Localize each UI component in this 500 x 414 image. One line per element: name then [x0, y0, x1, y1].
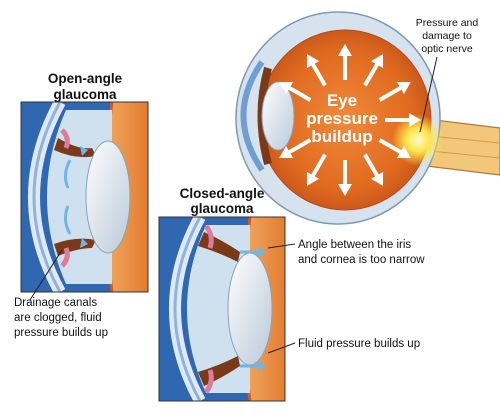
open-angle-caption-line2: are clogged, fluid — [14, 312, 102, 324]
closed-angle-panel — [158, 216, 286, 402]
pressure-arrow-head — [306, 54, 320, 69]
pressure-arrow-head — [279, 81, 294, 95]
pressure-arrow-head — [370, 171, 384, 186]
open-angle-title-line1: Open-angle — [48, 71, 123, 86]
eyeball — [235, 11, 500, 225]
open-angle-title-line2: glaucoma — [53, 87, 117, 102]
pressure-arrow-shaft — [378, 138, 405, 156]
pressure-arrow-shaft — [309, 60, 327, 87]
open-angle-panel — [20, 101, 149, 293]
pressure-arrow-shaft — [363, 153, 381, 180]
nerve-callout-line1: Pressure and — [416, 17, 479, 29]
pressure-arrow-head — [279, 145, 294, 159]
eye-center-line1: Eye — [327, 91, 357, 110]
pressure-arrow-head — [306, 171, 320, 186]
closed-angle-callout-line2: and cornea is too narrow — [298, 254, 425, 266]
pressure-arrow-head — [370, 54, 384, 69]
lens — [261, 81, 295, 151]
optic-nerve-callout: Pressure and damage to optic nerve — [416, 17, 479, 133]
pressure-arrow-shaft — [378, 84, 405, 102]
pressure-arrow-head — [396, 81, 411, 95]
pressure-arrow-head — [396, 145, 411, 159]
eye-pressure-label: Eye pressure buildup — [306, 91, 378, 146]
closed-angle-title-line1: Closed-angle — [180, 186, 265, 201]
pressure-arrow-shaft — [285, 138, 312, 156]
closed-angle-callout-line1: Angle between the iris — [298, 239, 411, 251]
nerve-callout-line3: optic nerve — [421, 43, 473, 55]
pressure-arrow-head — [338, 44, 352, 56]
eye-center-line2: pressure — [306, 109, 378, 128]
fluid-callout-leader — [267, 342, 296, 354]
pressure-arrow-shaft — [363, 60, 381, 87]
pressure-arrow-head — [409, 113, 421, 127]
open-angle-leader — [29, 249, 63, 301]
open-angle-caption-line3: pressure builds up — [14, 327, 108, 339]
pressure-arrows — [279, 44, 421, 196]
nerve-callout-line2: damage to — [422, 30, 472, 42]
angle-callout-leader — [267, 243, 296, 249]
iris — [257, 66, 272, 166]
closed-angle-fluid-callout: Fluid pressure builds up — [298, 338, 420, 350]
eye-center-line3: buildup — [311, 127, 372, 146]
closed-angle-title-line2: glaucoma — [190, 201, 254, 216]
open-angle-caption-line1: Drainage canals — [14, 297, 97, 309]
pressure-arrow-shaft — [285, 84, 312, 102]
nerve-callout-leader — [419, 56, 438, 133]
cornea — [240, 60, 265, 172]
pressure-arrow-head — [338, 184, 352, 196]
pressure-arrow-shaft — [309, 153, 327, 180]
